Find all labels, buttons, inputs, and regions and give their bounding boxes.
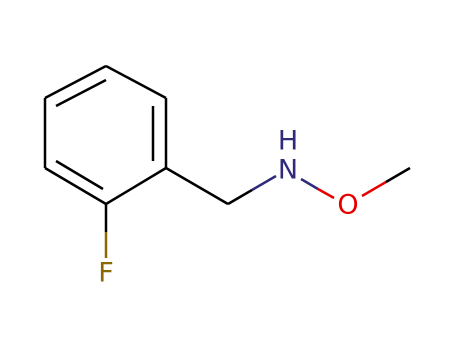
ring-double-bond-bottom-left [55,159,104,191]
ring-bond-bottom-right [105,166,167,206]
oxygen-label: O [337,190,358,221]
ring-bond-top-left [44,64,107,100]
bond-o-to-methyl-o-part [361,180,387,198]
benzene-ring [43,64,168,206]
bond-n-to-o-n-part [300,177,319,191]
ring-bond-top-right [105,64,167,100]
ring-double-bond-top-left [55,78,107,108]
bond-ring-to-ch2 [165,166,229,206]
bond-ch2-to-n-colored [251,174,277,192]
ring-bond-bottom-left [44,166,107,206]
bond-ch2-to-n-black [227,188,253,206]
nitrogen-label: N [278,155,298,186]
bond-o-to-methyl-c-part [385,166,411,184]
bond-n-to-o-o-part [317,187,335,200]
hydrogen-label: H [278,126,298,157]
fluorine-label: F [98,258,114,289]
